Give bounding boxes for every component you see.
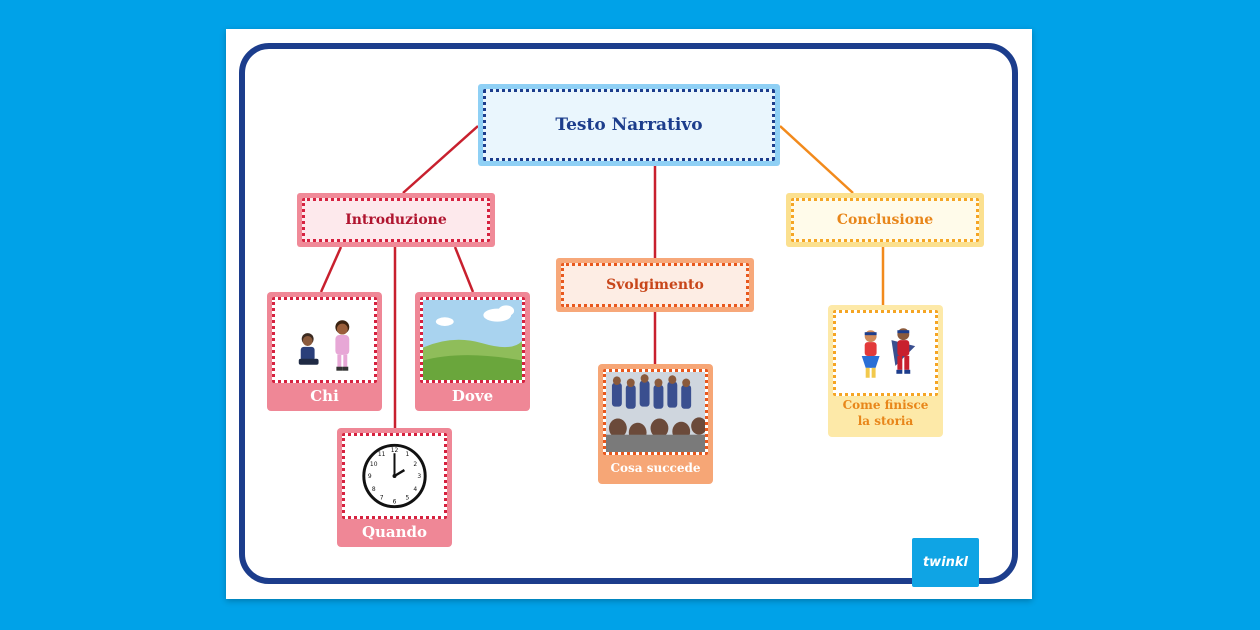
- landscape-illustration: [420, 297, 525, 383]
- superheroes-illustration: [833, 310, 938, 396]
- twinkl-logo-text: twinkl: [922, 555, 969, 570]
- svg-text:8: 8: [372, 486, 376, 493]
- svg-text:3: 3: [417, 473, 421, 480]
- card-quando-label: Quando: [361, 523, 428, 541]
- branch-conclusione-label: Conclusione: [836, 212, 934, 228]
- branch-introduzione: Introduzione: [297, 193, 495, 247]
- branch-svolgimento-label: Svolgimento: [606, 277, 704, 293]
- svg-text:2: 2: [413, 461, 417, 468]
- svg-text:10: 10: [370, 461, 378, 468]
- card-come-finisce-label-line2: la storia: [857, 414, 914, 428]
- branch-conclusione: Conclusione: [786, 193, 984, 247]
- svg-text:1: 1: [405, 451, 409, 458]
- card-dove-label: Dove: [451, 387, 494, 405]
- crowd-illustration: [603, 369, 708, 455]
- svg-text:4: 4: [413, 486, 417, 493]
- svg-text:5: 5: [405, 495, 409, 502]
- svg-text:9: 9: [368, 473, 372, 480]
- root-node: Testo Narrativo: [478, 84, 780, 166]
- card-come-finisce-label: Come finisce la storia: [828, 395, 943, 437]
- svg-text:7: 7: [380, 495, 384, 502]
- svg-text:12: 12: [391, 447, 399, 454]
- card-chi-label: Chi: [310, 387, 339, 405]
- card-come-finisce-label-line1: Come finisce: [842, 398, 929, 412]
- clock-icon: 12 3 6 9 1 2 4 5 7 8 10 11: [342, 433, 447, 519]
- card-dove: Dove: [415, 292, 530, 411]
- branch-introduzione-label: Introduzione: [345, 212, 447, 228]
- card-come-finisce: Come finisce la storia: [828, 305, 943, 437]
- card-cosa-succede: Cosa succede: [598, 364, 713, 484]
- card-chi: Chi: [267, 292, 382, 411]
- svg-text:6: 6: [393, 499, 397, 506]
- root-label: Testo Narrativo: [555, 115, 703, 135]
- card-quando: 12 3 6 9 1 2 4 5 7 8 10 11 Quando: [337, 428, 452, 547]
- svg-text:11: 11: [378, 451, 386, 458]
- children-illustration: [272, 297, 377, 383]
- twinkl-logo: twinkl: [912, 538, 979, 587]
- card-cosa-succede-label: Cosa succede: [610, 461, 701, 475]
- branch-svolgimento: Svolgimento: [556, 258, 754, 312]
